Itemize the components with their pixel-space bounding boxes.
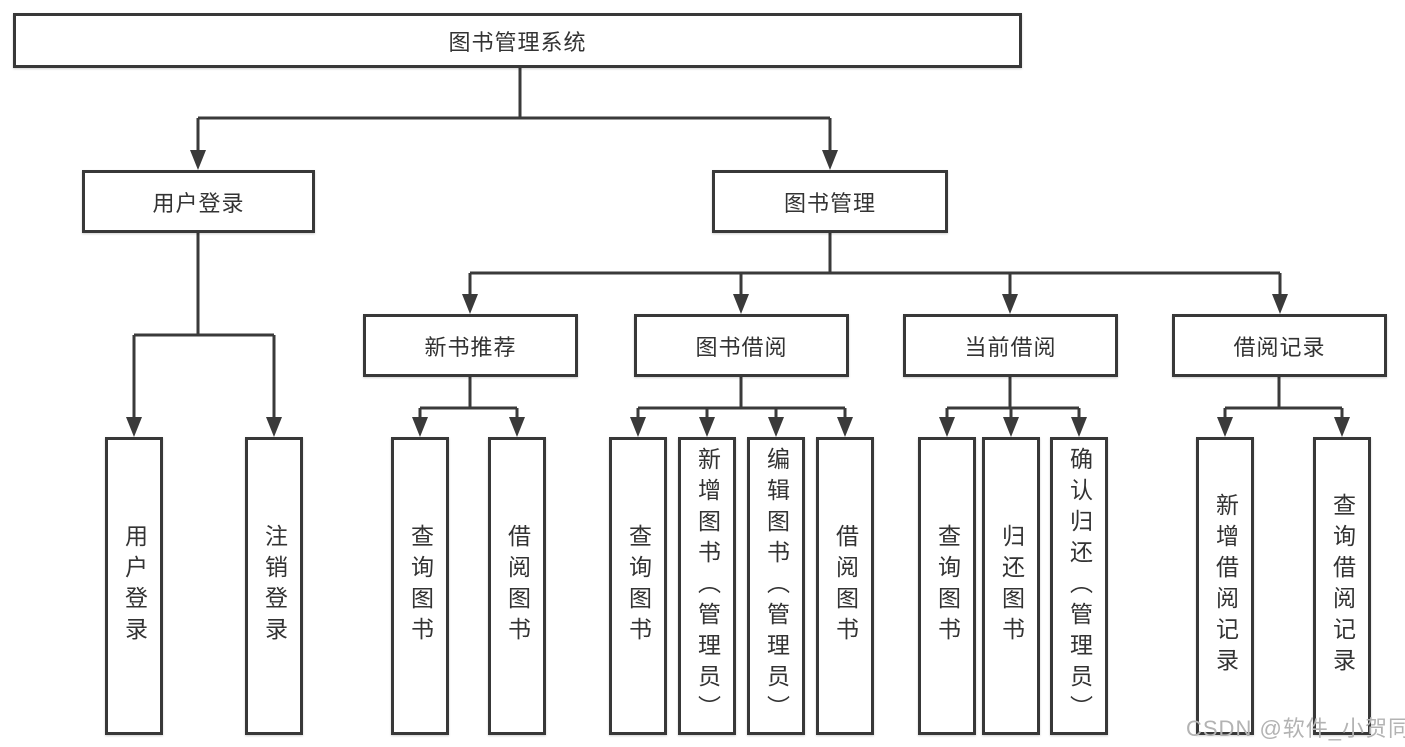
node-user-login: 用户登录	[82, 170, 315, 233]
leaf-query-books-recommend: 查询图书	[391, 437, 449, 735]
leaf-edit-books-admin: 编辑图书（管理员）	[747, 437, 805, 735]
node-new-book-recommend: 新书推荐	[363, 314, 578, 377]
node-book-management: 图书管理	[712, 170, 948, 233]
leaf-query-books-current: 查询图书	[918, 437, 976, 735]
leaf-user-login: 用户登录	[105, 437, 163, 735]
node-book-borrow: 图书借阅	[634, 314, 849, 377]
node-root: 图书管理系统	[13, 13, 1022, 68]
leaf-borrow-books-recommend: 借阅图书	[488, 437, 546, 735]
csdn-watermark: CSDN @软件_小贺同学	[1186, 716, 1405, 741]
leaf-borrow-books: 借阅图书	[816, 437, 874, 735]
leaf-add-books-admin: 新增图书（管理员）	[678, 437, 736, 735]
leaf-logout: 注销登录	[245, 437, 303, 735]
leaf-query-borrow-record: 查询借阅记录	[1313, 437, 1371, 735]
leaf-query-books-borrow: 查询图书	[609, 437, 667, 735]
leaf-add-borrow-record: 新增借阅记录	[1196, 437, 1254, 735]
leaf-return-books: 归还图书	[982, 437, 1040, 735]
leaf-confirm-return-admin: 确认归还（管理员）	[1050, 437, 1108, 735]
node-borrow-records: 借阅记录	[1172, 314, 1387, 377]
node-current-borrow: 当前借阅	[903, 314, 1118, 377]
